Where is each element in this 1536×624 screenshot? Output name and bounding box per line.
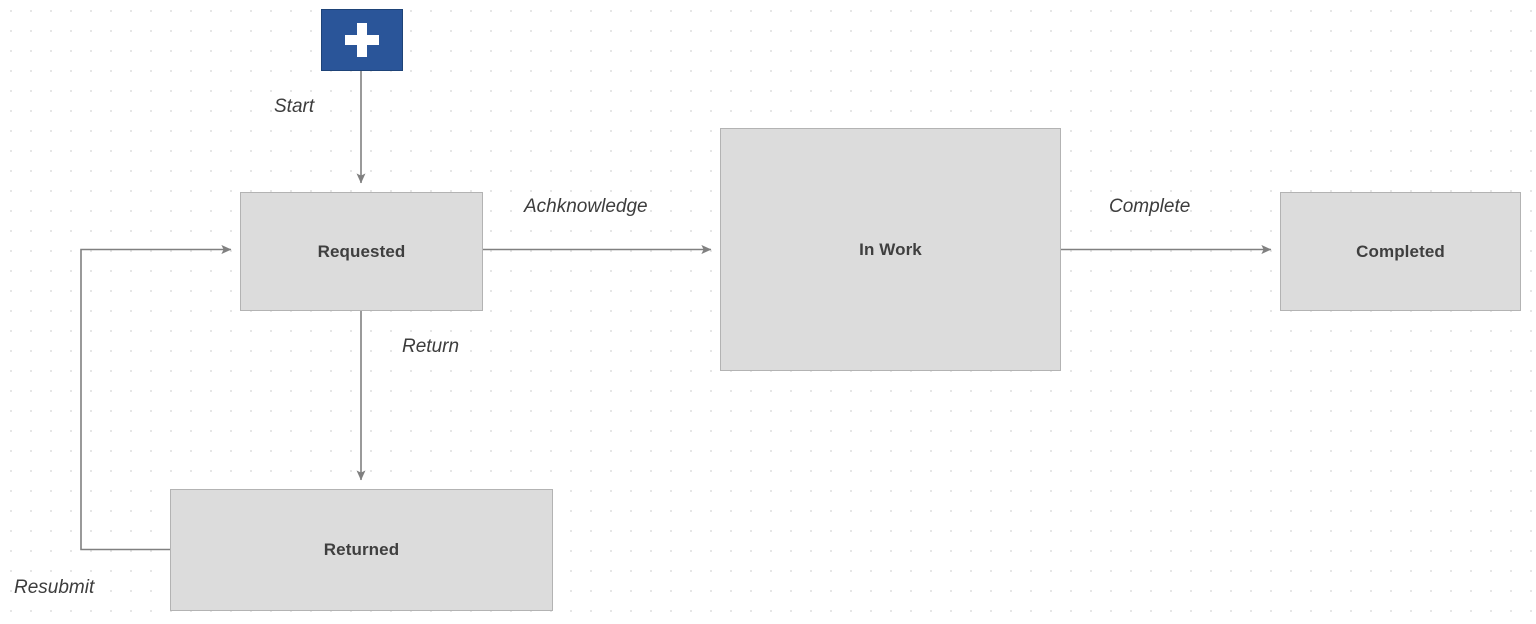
state-node-label: In Work bbox=[859, 239, 922, 259]
state-node-returned[interactable]: Returned bbox=[170, 489, 553, 611]
plus-icon bbox=[345, 23, 379, 57]
edge-label-acknowledge[interactable]: Achknowledge bbox=[524, 196, 648, 217]
edge-label-complete[interactable]: Complete bbox=[1109, 196, 1191, 217]
edge-label-return[interactable]: Return bbox=[402, 336, 460, 357]
state-node-requested[interactable]: Requested bbox=[240, 192, 483, 311]
edge-label-start[interactable]: Start bbox=[274, 96, 315, 117]
edge-label-resubmit[interactable]: Resubmit bbox=[14, 577, 95, 598]
state-node-completed[interactable]: Completed bbox=[1280, 192, 1521, 311]
state-node-label: Completed bbox=[1356, 241, 1445, 261]
edge-resubmit-path bbox=[80, 245, 232, 551]
state-node-label: Requested bbox=[317, 241, 406, 261]
state-node-label: Returned bbox=[323, 540, 400, 559]
add-start-button[interactable] bbox=[321, 9, 403, 71]
state-node-in-work[interactable]: In Work bbox=[720, 128, 1061, 371]
